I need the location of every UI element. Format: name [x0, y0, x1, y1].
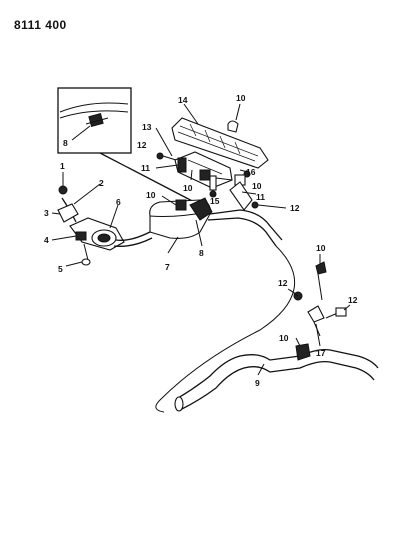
rear-hanger	[289, 261, 347, 337]
callout-9: 9	[255, 378, 260, 388]
muffler	[149, 197, 283, 247]
leader-lines	[51, 103, 351, 376]
callout-12-side: 12	[290, 203, 300, 213]
callout-12-upper: 12	[137, 140, 147, 150]
callout-labels: 1 2 3 4 5 6 7 8 8 9 10 10 10 10 10 10 11…	[44, 93, 358, 388]
callout-8: 8	[199, 248, 204, 258]
callout-10-right: 10	[252, 181, 262, 191]
connection-line	[155, 245, 296, 413]
detail-inset	[57, 87, 201, 206]
callout-4: 4	[44, 235, 49, 245]
callout-2: 2	[99, 178, 104, 188]
callout-7: 7	[165, 262, 170, 272]
diagram-reference-number: 8111 400	[14, 18, 67, 32]
callout-3: 3	[44, 208, 49, 218]
callout-13: 13	[142, 122, 152, 132]
callout-8-inset: 8	[63, 138, 68, 148]
callout-15: 15	[210, 196, 220, 206]
callout-10-hanger: 10	[183, 183, 193, 193]
callout-11-left: 11	[141, 163, 150, 173]
callout-10-top: 10	[236, 93, 246, 103]
callout-11-right: 11	[256, 192, 265, 202]
callout-12-rear-right: 12	[348, 295, 358, 305]
callout-1: 1	[60, 161, 65, 171]
callout-14: 14	[178, 95, 188, 105]
callout-10-tailpipe: 10	[279, 333, 289, 343]
callout-16: 16	[246, 167, 256, 177]
callout-5: 5	[58, 264, 63, 274]
catalytic-converter	[57, 185, 153, 266]
callout-10-rear: 10	[316, 243, 326, 253]
callout-6: 6	[116, 197, 121, 207]
tailpipe	[174, 343, 379, 412]
callout-17: 17	[316, 348, 326, 358]
callout-10-muffler: 10	[146, 190, 156, 200]
callout-12-rear-left: 12	[278, 278, 288, 288]
crossmember-bracket	[171, 117, 269, 169]
